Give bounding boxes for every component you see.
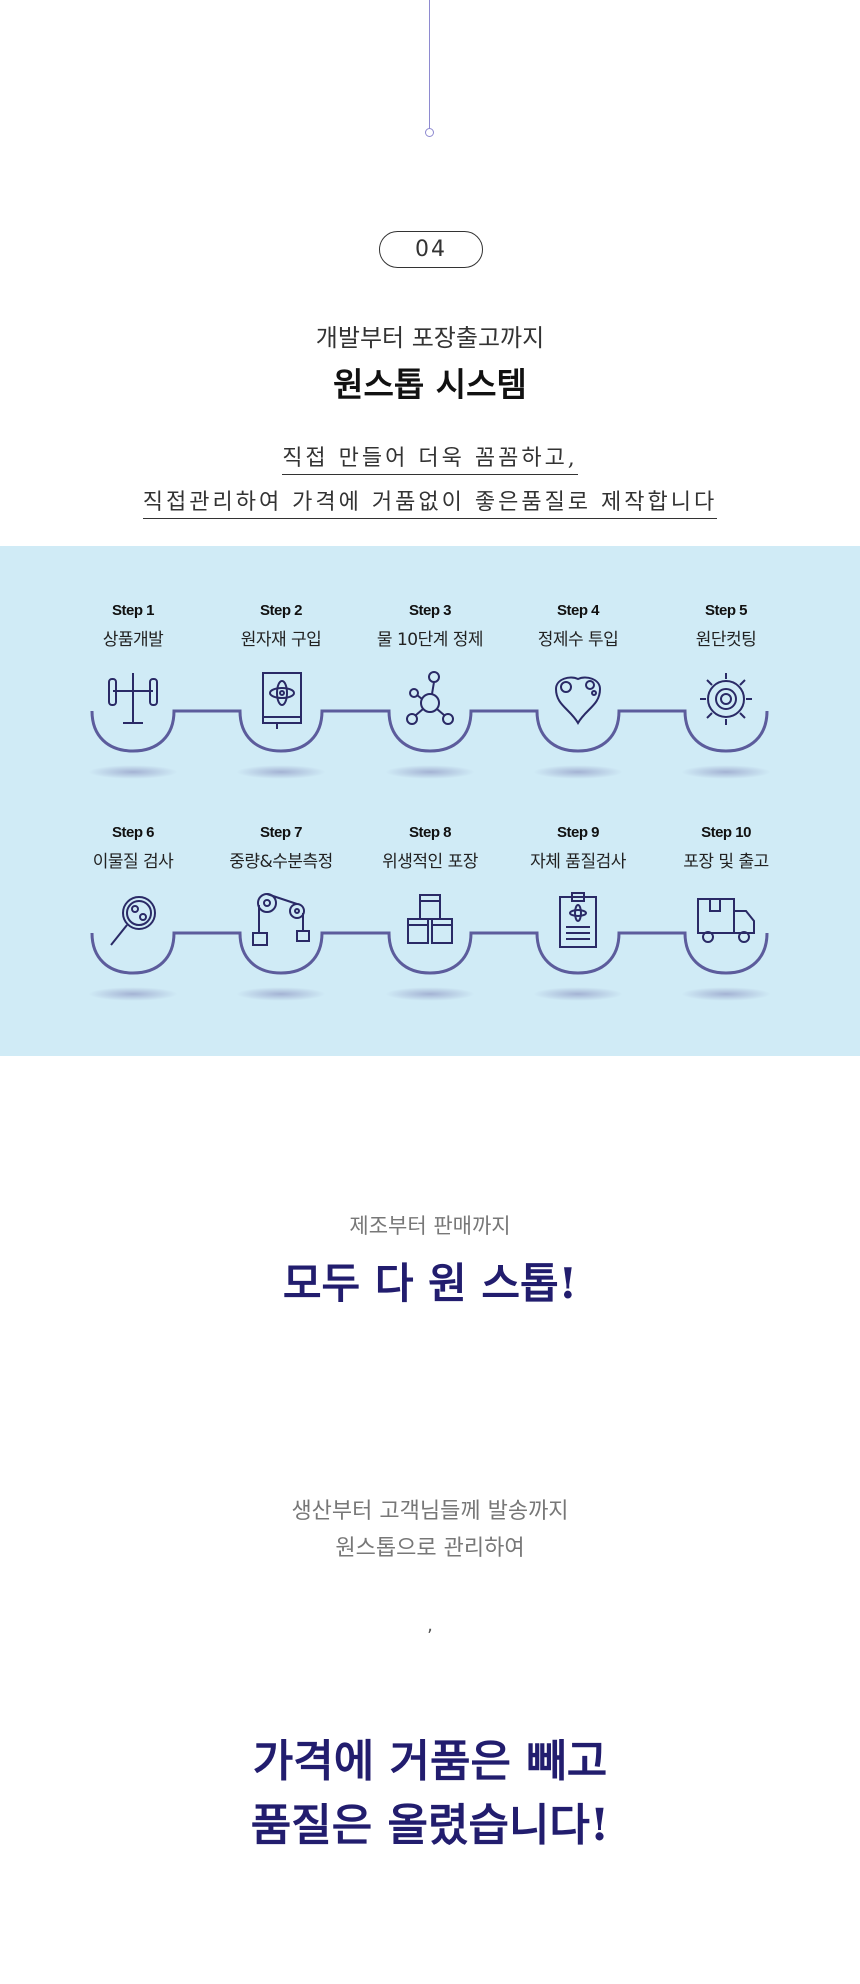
step-shadow: [385, 987, 475, 1001]
step-shadow: [236, 987, 326, 1001]
step-item: Step 6 이물질 검사: [58, 824, 208, 872]
boxes-icon: [398, 889, 462, 953]
truck-icon: [694, 889, 758, 953]
step-item: Step 8 위생적인 포장: [355, 824, 505, 872]
section-number-badge: 04: [379, 231, 483, 268]
science-book-icon: [249, 667, 313, 731]
step-label: Step 10: [701, 824, 751, 841]
step-shadow: [681, 765, 771, 779]
section-title: 원스톱 시스템: [333, 365, 527, 404]
step-name: 물 10단계 정제: [376, 630, 484, 650]
closing-line-1: 가격에 거품은 빼고: [252, 1736, 608, 1787]
slogan-description-line-1: 생산부터 고객님들께 발송까지: [291, 1499, 569, 1524]
divider-dot: [425, 128, 434, 137]
step-name: 정제수 투입: [537, 630, 619, 650]
step-label: Step 8: [408, 824, 452, 841]
step-label: Step 9: [556, 824, 600, 841]
lab-stand-icon: [101, 667, 165, 731]
step-name: 중량&수분측정: [229, 852, 333, 872]
step-label: Step 2: [259, 602, 303, 619]
slogan-small: 제조부터 판매까지: [349, 1214, 511, 1238]
gear-icon: [694, 667, 758, 731]
comma-mark: ,: [427, 1615, 433, 1636]
step-name: 원단컷팅: [695, 630, 757, 650]
wave-path: [90, 709, 769, 753]
clipboard-icon: [546, 889, 610, 953]
section-subtitle: 개발부터 포장출고까지: [315, 324, 545, 352]
step-name: 원자재 구입: [240, 630, 322, 650]
step-label: Step 4: [556, 602, 600, 619]
step-item: Step 9 자체 품질검사: [503, 824, 653, 872]
step-item: Step 2 원자재 구입: [206, 602, 356, 650]
step-name: 이물질 검사: [92, 852, 174, 872]
step-shadow: [533, 765, 623, 779]
step-label: Step 6: [111, 824, 155, 841]
intro-line-2: 직접관리하여 가격에 거품없이 좋은품질로 제작합니다: [142, 484, 718, 519]
step-shadow: [88, 765, 178, 779]
intro-line-1: 직접 만들어 더욱 꼼꼼하고,: [282, 440, 578, 475]
step-label: Step 3: [408, 602, 452, 619]
slogan-description-line-2: 원스톱으로 관리하여: [335, 1536, 525, 1561]
step-item: Step 3 물 10단계 정제: [355, 602, 505, 650]
step-name: 포장 및 출고: [683, 852, 769, 872]
wave-track: [90, 709, 769, 975]
step-item: Step 7 중량&수분측정: [206, 824, 356, 872]
pulley-scale-icon: [249, 889, 313, 953]
step-item: Step 4 정제수 투입: [503, 602, 653, 650]
step-name: 자체 품질검사: [530, 852, 626, 872]
water-drops-icon: [546, 667, 610, 731]
step-shadow: [88, 987, 178, 1001]
step-label: Step 1: [111, 602, 155, 619]
slogan-big: 모두 다 원 스톱!: [282, 1259, 578, 1308]
step-shadow: [236, 765, 326, 779]
step-shadow: [533, 987, 623, 1001]
closing-line-2: 품질은 올렸습니다!: [250, 1800, 610, 1851]
divider-line: [429, 0, 430, 130]
step-name: 상품개발: [102, 630, 164, 650]
closing-statement: 가격에 거품은 빼고 품질은 올렸습니다!: [0, 1730, 860, 1858]
step-label: Step 5: [704, 602, 748, 619]
step-shadow: [385, 765, 475, 779]
wave-path: [90, 931, 769, 975]
step-item: Step 10 포장 및 출고: [651, 824, 801, 872]
step-name: 위생적인 포장: [382, 852, 478, 872]
step-item: Step 5 원단컷팅: [651, 602, 801, 650]
molecule-icon: [398, 667, 462, 731]
slogan-description: 생산부터 고객님들께 발송까지 원스톱으로 관리하여: [0, 1493, 860, 1567]
magnifier-icon: [101, 889, 165, 953]
step-item: Step 1 상품개발: [58, 602, 208, 650]
step-label: Step 7: [259, 824, 303, 841]
step-shadow: [681, 987, 771, 1001]
